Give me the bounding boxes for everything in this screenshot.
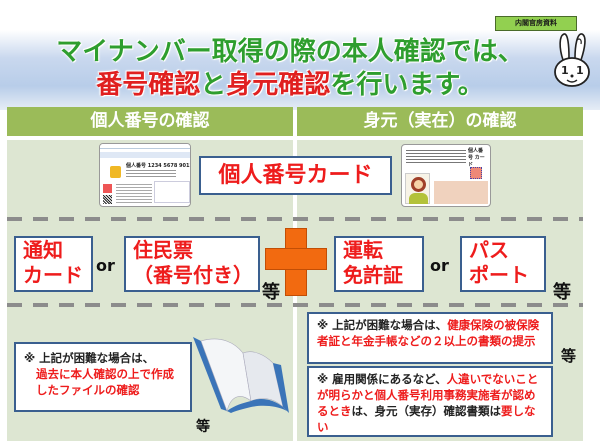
resident-record-option: 住民票 （番号付き） [124, 236, 260, 292]
title-line-2: 番号確認と身元確認を行います。 [96, 70, 484, 100]
left-alternative-note: ※ 上記が困難な場合は、 過去に本人確認の上で作成したファイルの確認 [14, 342, 192, 412]
signature-area [434, 181, 488, 204]
ic-chip-icon [110, 166, 121, 178]
drivers-license-option: 運転 免許証 [334, 236, 424, 292]
employment-exemption-note: ※ 雇用関係にあるなど、人違いでないことが明らかと個人番号利用事務実施者が認める… [307, 366, 553, 437]
svg-text:1: 1 [576, 64, 584, 77]
notification-card-option: 通知 カード [14, 236, 93, 292]
column-header-identity-check: 身元（実在）の確認 [297, 107, 583, 136]
dashed-separator-2 [7, 303, 583, 307]
etc-label: 等 [262, 282, 280, 303]
open-book-icon [193, 337, 289, 413]
etc-label: 等 [561, 347, 577, 365]
svg-text:1: 1 [561, 64, 569, 77]
mynumber-card-label: 個人番号カード [199, 156, 392, 195]
column-header-number-check: 個人番号の確認 [7, 107, 293, 136]
plus-icon-center [286, 249, 306, 269]
seal-icon [470, 167, 482, 179]
title-line-1: マイナンバー取得の際の本人確認では、 [56, 37, 524, 67]
page-title: マイナンバー取得の際の本人確認では、 番号確認と身元確認を行います。 [40, 36, 540, 102]
mynumber-card-back-image: 個人番号 カード [401, 144, 491, 207]
mynumber-card-front-image: 個人番号 1234 5678 9012 [99, 143, 191, 207]
etc-label: 等 [196, 419, 210, 435]
or-connector: or [96, 256, 115, 275]
seal-icon [103, 184, 112, 193]
portrait-photo [405, 173, 430, 204]
right-alternative-note: ※ 上記が困難な場合は、健康保険の被保険者証と年金手帳などの２以上の書類の提示 [307, 312, 553, 364]
passport-option: パス ポート [460, 236, 546, 292]
qr-code-icon [103, 195, 112, 204]
title-background-band [0, 30, 600, 110]
source-badge: 内閣官房資料 [495, 16, 577, 31]
or-connector: or [430, 256, 449, 275]
etc-label: 等 [553, 282, 571, 303]
dashed-separator-1 [7, 217, 583, 221]
rabbit-mascot-icon: 1 1 [554, 33, 590, 87]
